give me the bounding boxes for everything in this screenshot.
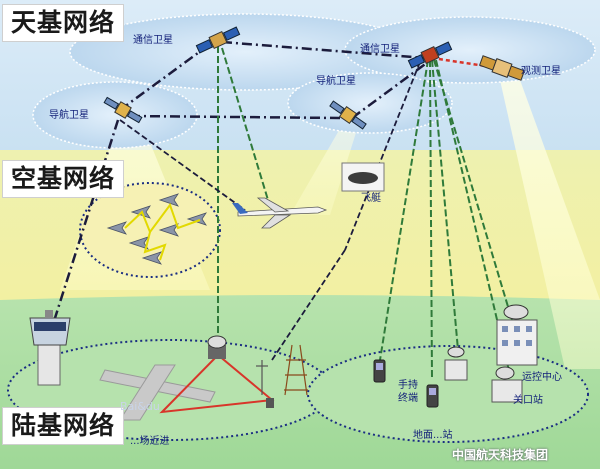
- approach-path: [159, 353, 275, 414]
- cloud-left: [32, 81, 198, 149]
- formation-links: [124, 202, 201, 261]
- observation-satellite-icon: [478, 55, 526, 81]
- radio-tower-icon: [284, 344, 308, 396]
- downlink-commright-station: [431, 59, 459, 351]
- link-commleft-commright: [221, 40, 426, 60]
- ground-station-icon: [444, 346, 468, 381]
- link-navright-commright: [351, 60, 429, 120]
- ground-station-label: 地面...站: [413, 430, 453, 441]
- ground-node-icon: [266, 398, 274, 408]
- runway: [99, 364, 216, 421]
- control-tower-icon: [29, 310, 71, 386]
- comm-satellite-left-icon: [195, 26, 241, 54]
- comm-satellite-right-label: 通信卫星: [360, 44, 400, 55]
- cloud-mid: [287, 72, 453, 134]
- gateway-station-label: 关口站: [513, 395, 543, 406]
- airship-label: 飞艇: [361, 193, 381, 204]
- publisher-watermark: 中国航天科技集团: [452, 448, 549, 462]
- nav-satellite-left-icon: [103, 96, 143, 124]
- airship-icon: [341, 162, 385, 192]
- observation-satellite-label: 观测卫星: [521, 66, 561, 77]
- nav-satellite-right-icon: [329, 100, 367, 130]
- comm-satellite-right-icon: [407, 41, 453, 69]
- observation-beam: [500, 80, 600, 369]
- black-downlinks: [119, 61, 421, 361]
- airport-approach-label: ...场近进: [130, 436, 170, 447]
- small-mast-icon: [256, 360, 268, 395]
- link-navleft-navright: [129, 114, 343, 120]
- downlink-commright-gateway: [435, 59, 511, 376]
- handheld-terminal-2-icon: [426, 384, 439, 408]
- nav-satellite-right-label: 导航卫星: [316, 76, 356, 87]
- control-center-label: 运控中心: [522, 372, 562, 383]
- handheld-terminal-icon: [373, 359, 386, 383]
- gateway-station-icon: [491, 366, 523, 403]
- handheld-label-line2: 终端: [398, 393, 418, 404]
- link-navleft-tower: [53, 119, 120, 319]
- mid-nav-beam: [290, 120, 360, 215]
- nav-satellite-left-label: 导航卫星: [49, 110, 89, 121]
- airliner-icon: [232, 197, 328, 229]
- baidu-watermark: Bai&du: [120, 400, 160, 413]
- cloud-top-right: [344, 16, 596, 84]
- downlink-commright-terminal: [429, 59, 433, 381]
- link-airship-ground: [271, 249, 346, 361]
- space-links: [53, 40, 429, 319]
- link-nav-airliner: [119, 119, 246, 211]
- downlink-commright-handheld: [379, 59, 429, 361]
- handheld-label-line1: 手持: [398, 380, 418, 391]
- downlinks: [217, 46, 513, 381]
- air-tier-label: 空基网络: [2, 160, 125, 198]
- space-tier-label: 天基网络: [2, 4, 125, 42]
- ground-dish-icon: [207, 335, 227, 359]
- link-comm-airship: [344, 61, 421, 251]
- downlink-commleft-airliner: [221, 47, 269, 201]
- ground-tier-label: 陆基网络: [2, 407, 125, 445]
- control-center-icon: [496, 304, 538, 366]
- comm-satellite-left-label: 通信卫星: [133, 35, 173, 46]
